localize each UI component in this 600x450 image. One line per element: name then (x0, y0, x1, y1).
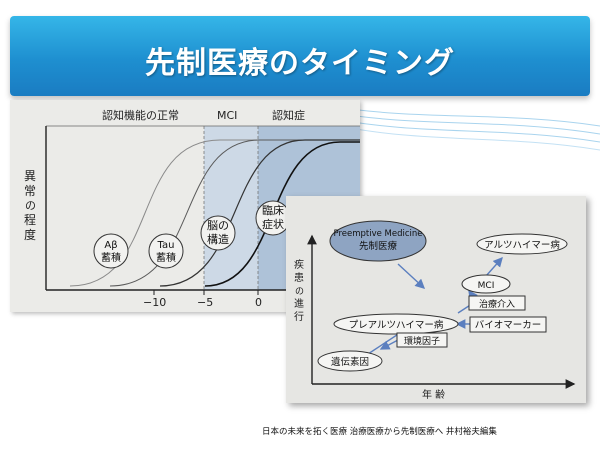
y-label-2: 常 (24, 184, 36, 198)
svg-text:進: 進 (294, 298, 304, 310)
svg-text:の: の (295, 287, 304, 297)
svg-text:環境因子: 環境因子 (404, 335, 440, 347)
slide-title: 先制医療のタイミング (145, 46, 455, 81)
alzheimer-ellipse: アルツハイマー病 (476, 233, 568, 255)
svg-text:MCI: MCI (478, 281, 495, 291)
svg-text:脳の: 脳の (207, 219, 229, 232)
svg-text:プレアルツハイマー病: プレアルツハイマー病 (349, 319, 444, 331)
svg-text:疾: 疾 (294, 258, 304, 271)
y-label-5: 度 (24, 227, 36, 242)
x-axis-label: 年 齢 (422, 388, 445, 401)
pre-alzheimer-ellipse: プレアルツハイマー病 (333, 313, 459, 335)
title-banner: 先制医療のタイミング (10, 16, 590, 96)
clinical-symptom-circle: 臨床 症状 (255, 200, 291, 236)
svg-text:臨床: 臨床 (262, 203, 284, 217)
tau-circle: Tau 蓄積 (148, 233, 184, 269)
structure-curve (159, 139, 360, 287)
decorative-waves (329, 105, 600, 151)
phase-normal-label: 認知機能の正常 (102, 108, 179, 122)
svg-text:治療介入: 治療介入 (479, 298, 515, 310)
x-tick-m5: −5 (197, 296, 213, 309)
abeta-curve (69, 139, 360, 287)
svg-text:Preemptive Medicine: Preemptive Medicine (333, 229, 422, 239)
svg-text:遺伝素因: 遺伝素因 (331, 356, 369, 368)
source-citation: 日本の未来を拓く医療 治療医療から先制医療へ 井村裕夫編集 (262, 427, 497, 437)
y-label-4: 程 (24, 212, 36, 227)
environment-box: 環境因子 (396, 332, 448, 348)
genetic-factor-ellipse: 遺伝素因 (317, 350, 383, 372)
biomarker-box: バイオマーカー (469, 316, 547, 333)
svg-text:行: 行 (294, 310, 304, 323)
tau-curve (109, 139, 360, 287)
svg-text:Tau: Tau (157, 240, 175, 251)
y-label-3: の (25, 199, 36, 212)
svg-text:先制医療: 先制医療 (359, 240, 398, 252)
preemptive-medicine-ellipse: Preemptive Medicine 先制医療 (329, 220, 427, 262)
phase-dementia-label: 認知症 (272, 108, 305, 122)
svg-text:アルツハイマー病: アルツハイマー病 (484, 239, 560, 251)
preemptive-medicine-figure: 疾 患 の 進 行 年 齢 Preemptive Medicine 先制医療 ア… (286, 196, 586, 403)
x-tick-0: 0 (255, 296, 262, 309)
svg-text:症状: 症状 (262, 217, 284, 231)
brain-structure-circle: 脳の 構造 (200, 215, 236, 251)
svg-text:蓄積: 蓄積 (156, 251, 176, 264)
x-tick-m10: −10 (143, 296, 166, 309)
mci-ellipse: MCI (461, 274, 511, 294)
flow-arrow (379, 339, 399, 350)
svg-text:構造: 構造 (207, 232, 229, 246)
svg-text:蓄積: 蓄積 (101, 251, 121, 264)
flow-arrow (485, 256, 503, 277)
mci-band (204, 126, 258, 290)
svg-text:Aβ: Aβ (104, 240, 117, 251)
phase-mci-label: MCI (217, 109, 237, 122)
flow-arrow (397, 263, 426, 289)
treatment-box: 治療介入 (468, 295, 526, 311)
svg-text:バイオマーカー: バイオマーカー (475, 320, 542, 331)
y-label-1: 異 (24, 169, 36, 183)
abeta-circle: Aβ 蓄積 (93, 233, 129, 269)
svg-text:患: 患 (294, 272, 304, 284)
